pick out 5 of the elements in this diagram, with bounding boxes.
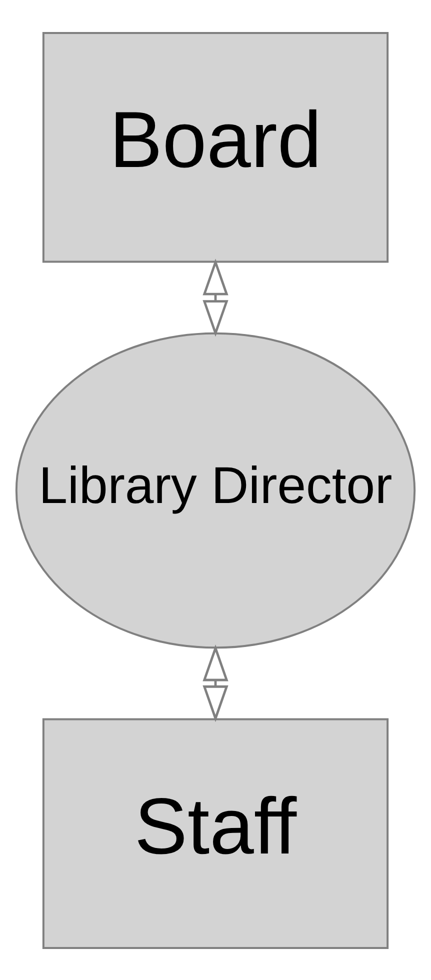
- node-box: Staff: [42, 718, 389, 949]
- arrow: [202, 644, 228, 722]
- node-box: Board: [42, 31, 389, 262]
- node-ellipse: Library Director: [15, 332, 416, 648]
- arrow: [202, 258, 228, 336]
